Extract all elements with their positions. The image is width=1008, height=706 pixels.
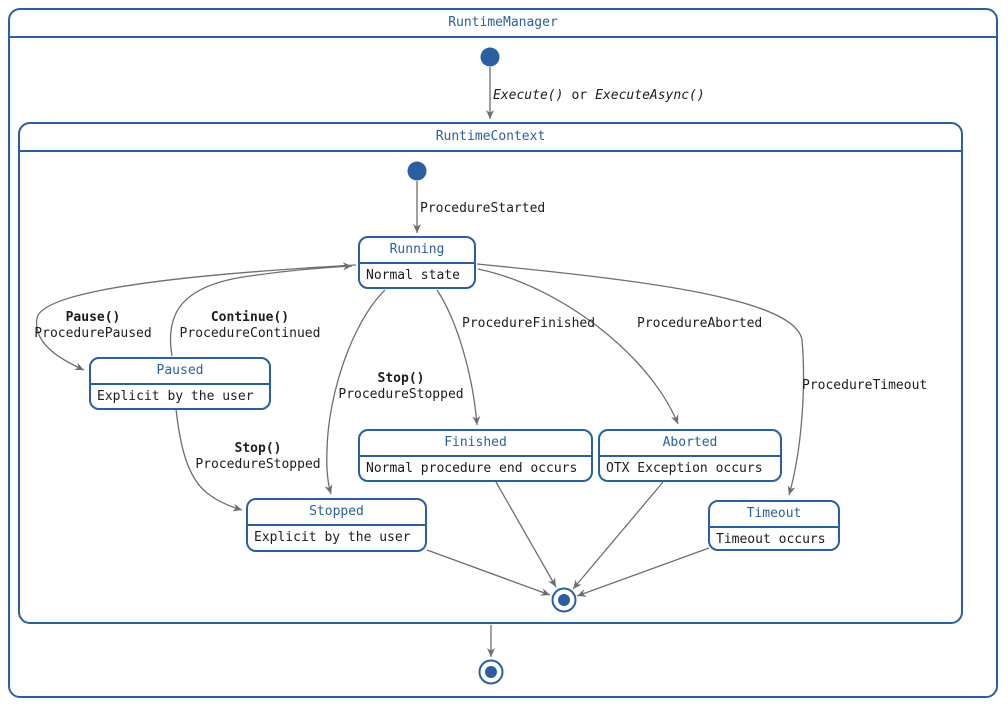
state-finished-desc: Normal procedure end occurs [366,461,578,476]
pause-method: Pause() [65,310,121,325]
final-state-dot [558,594,570,606]
edge-pause [35,264,357,371]
transition-label-pause: Pause() ProcedurePaused [13,310,173,342]
execute-method: Execute() [493,88,564,103]
state-paused: Paused Explicit by the user [89,357,271,410]
frame-runtime-context-title: RuntimeContext [20,124,961,152]
stop-method: Stop() [377,371,425,386]
transition-label-procedure-finished: ProcedureFinished [462,316,596,331]
stop-method: Stop() [234,441,282,456]
state-aborted-title: Aborted [600,431,780,457]
edge-procedure-finished [436,289,481,426]
state-stopped-desc: Explicit by the user [254,530,411,545]
state-running: Running Normal state [358,236,476,289]
transition-label-procedure-started: ProcedureStarted [420,201,546,216]
pause-event: ProcedurePaused [34,326,152,341]
edge-continue [169,262,353,357]
transition-label-stop-from-running: Stop() ProcedureStopped [321,371,481,403]
state-timeout: Timeout Timeout occurs [708,500,840,551]
transition-label-procedure-aborted: ProcedureAborted [637,316,763,331]
continue-event: ProcedureContinued [179,326,321,341]
edge-timeout-to-final [576,547,710,597]
state-timeout-title: Timeout [710,502,838,528]
transition-label-procedure-timeout: ProcedureTimeout [802,378,928,393]
transition-label-execute: Execute() or ExecuteAsync() [493,88,705,104]
state-running-desc: Normal state [366,268,460,283]
final-state-node-context [551,587,577,613]
transition-label-continue: Continue() ProcedureContinued [170,310,330,342]
state-aborted: Aborted OTX Exception occurs [598,429,782,482]
state-timeout-desc: Timeout occurs [716,532,826,547]
edge-stop-from-paused [175,408,243,512]
final-state-dot [485,666,497,678]
state-finished: Finished Normal procedure end occurs [358,429,593,482]
execute-async-method: ExecuteAsync() [595,88,705,103]
state-aborted-desc: OTX Exception occurs [606,461,763,476]
execute-or: or [571,88,588,103]
frame-runtime-context: RuntimeContext [18,122,963,624]
stop-event: ProcedureStopped [195,457,321,472]
state-stopped: Stopped Explicit by the user [246,498,427,552]
state-paused-title: Paused [91,359,269,385]
final-state-node-manager [478,659,504,685]
edge-procedure-timeout [476,263,805,496]
stop-event: ProcedureStopped [338,387,464,402]
continue-method: Continue() [210,310,290,325]
state-running-title: Running [360,238,474,264]
edge-procedure-aborted [477,268,679,425]
frame-runtime-manager-title: RuntimeManager [10,10,996,38]
initial-state-dot-context [407,161,427,181]
edge-finished-to-final [495,481,557,588]
edge-stopped-to-final [426,549,551,596]
edge-stop-from-running [324,289,386,495]
state-finished-title: Finished [360,431,591,457]
frame-runtime-manager: RuntimeManager [8,8,998,698]
state-stopped-title: Stopped [248,500,425,526]
edge-aborted-to-final [572,481,664,590]
state-paused-desc: Explicit by the user [97,389,254,404]
initial-state-dot-manager [480,47,500,67]
transition-label-stop-from-paused: Stop() ProcedureStopped [178,441,338,473]
